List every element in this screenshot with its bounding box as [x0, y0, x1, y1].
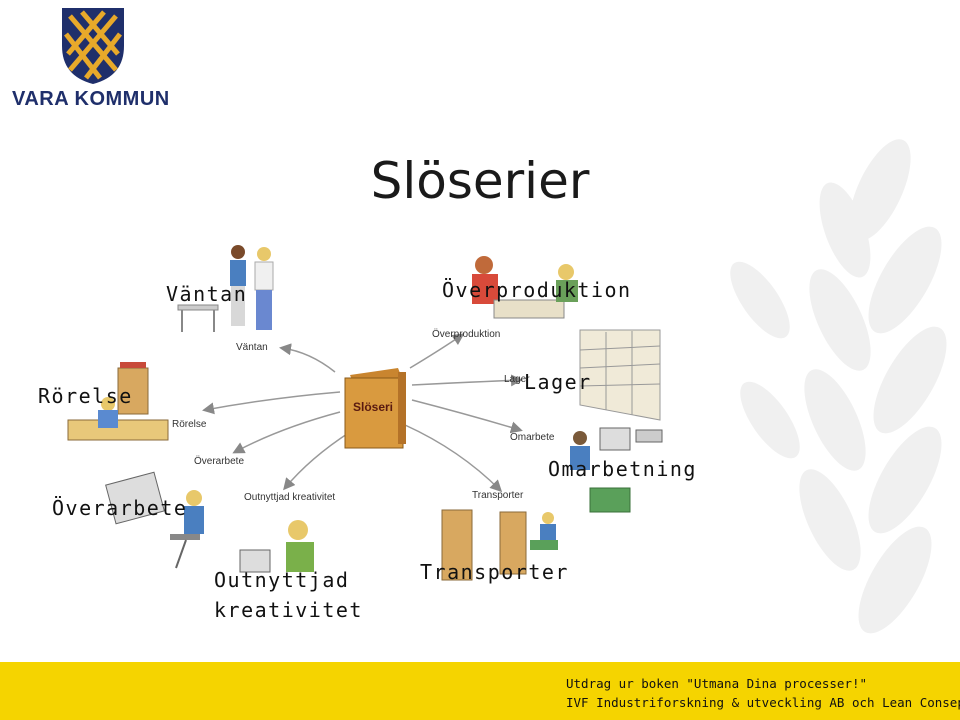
- arrow-overproduktion: [409, 333, 465, 369]
- diagram-label-lager: Lager: [504, 374, 530, 385]
- arrow-transporter: [404, 424, 503, 493]
- page-title: Slöserier: [370, 152, 590, 210]
- label-lager: Lager: [524, 370, 592, 394]
- diagram-label-outnyttjad: Outnyttjad kreativitet: [244, 492, 336, 503]
- outnyttjad-illustration: [239, 520, 314, 573]
- diagram-label-omarbete: Omarbete: [510, 432, 555, 443]
- overarbete-illustration: [105, 471, 204, 569]
- arrow-omarbete: [411, 399, 523, 434]
- lager-illustration: [579, 329, 661, 421]
- footer-source-authors: IVF Industriforskning & utveckling AB oc…: [566, 695, 960, 710]
- arrow-rorelse: [202, 391, 341, 415]
- arrow-vantan: [279, 343, 336, 373]
- omarbetning-illustration: [570, 427, 663, 513]
- footer-bar: Utdrag ur boken "Utmana Dina processer!"…: [0, 662, 960, 720]
- sloseri-book: [344, 368, 406, 449]
- footer-source-book: Utdrag ur boken "Utmana Dina processer!": [566, 676, 868, 691]
- diagram-label-overarbete: Överarbete: [194, 456, 245, 467]
- diagram-label-transporter: Transporter: [472, 490, 524, 501]
- arrow-outnyttjad: [283, 431, 351, 491]
- overproduktion-illustration: [472, 256, 578, 319]
- rorelse-illustration: [67, 362, 169, 441]
- label-overarbete: Överarbete: [52, 496, 188, 520]
- diagram-label-overproduktion: Överproduktion: [432, 329, 501, 340]
- label-rorelse: Rörelse: [38, 384, 133, 408]
- arrow-overarbete: [232, 411, 341, 454]
- transporter-illustration: [441, 509, 558, 581]
- label-transporter: Transporter: [420, 560, 569, 584]
- vantan-illustration: [177, 245, 274, 332]
- diagram-label-vantan: Väntan: [236, 342, 268, 353]
- label-omarbetning: Omarbetning: [548, 457, 697, 481]
- label-overproduktion: Överproduktion: [442, 278, 632, 302]
- logo-text: VARA KOMMUN: [12, 88, 170, 110]
- diagram-label-rorelse: Rörelse: [172, 419, 207, 430]
- label-outnyttjad-line1: Outnyttjad: [214, 568, 350, 592]
- label-vantan: Väntan: [166, 282, 248, 306]
- arrow-lager: [411, 374, 523, 387]
- label-outnyttjad-line2: kreativitet: [214, 598, 363, 622]
- book-label: Slöseri: [353, 400, 393, 414]
- vara-kommun-shield-logo: [62, 8, 124, 84]
